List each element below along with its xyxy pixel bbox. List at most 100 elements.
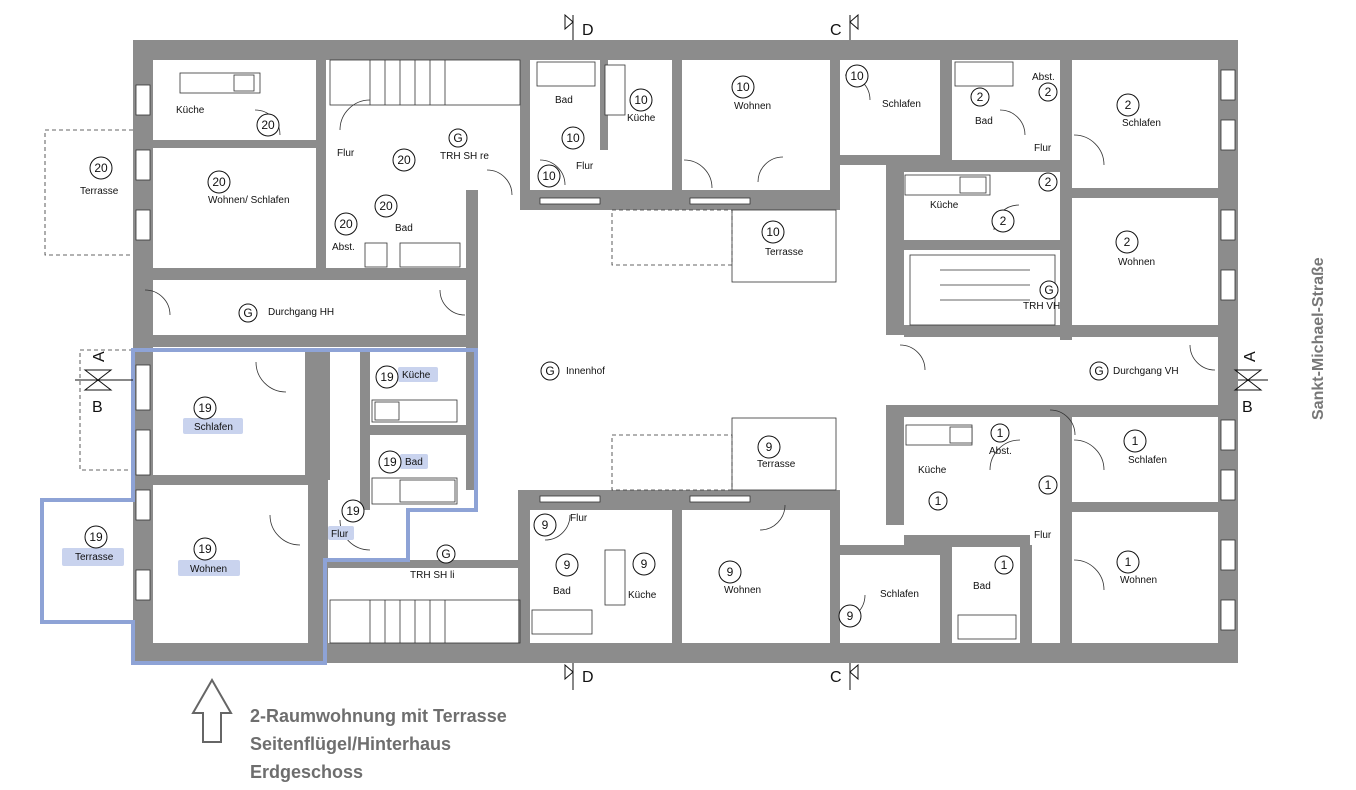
unit-number: 10 [766,225,780,239]
unit-circles [84,64,1147,628]
unit-number: 19 [198,542,212,556]
unit-number: 20 [261,118,275,132]
innenhof-area [478,210,886,490]
unit-number: 2 [977,90,984,104]
room-trh-sh-re: TRH SH re [440,151,489,162]
terrace-boxes [731,209,837,491]
room-wohnen-10: Wohnen [734,101,771,112]
unit-number: 1 [1045,478,1052,492]
section-d-bottom: D [582,669,594,686]
unit-number: 19 [89,530,103,544]
unit-number: 2 [1000,214,1007,228]
unit-number: 1 [1132,434,1139,448]
unit-number: G [1044,283,1053,297]
unit-number: G [441,547,450,561]
unit-number: 10 [566,131,580,145]
caption-line-2: Seitenflügel/Hinterhaus [250,734,452,754]
room-kueche-19: Küche [402,370,431,381]
unit-number: G [243,306,252,320]
unit-number: 19 [346,504,360,518]
room-abst-20: Abst. [332,242,355,253]
room-kueche-9: Küche [628,590,657,601]
room-terrasse-10: Terrasse [765,247,804,258]
room-kueche-10: Küche [627,113,656,124]
room-bad-9: Bad [553,586,571,597]
street-name: Sankt-Michael-Straße [1310,257,1327,420]
unit-number: 9 [766,440,773,454]
unit-number: G [545,364,554,378]
room-schlafen-1: Schlafen [1128,455,1167,466]
room-wohnen-19: Wohnen [190,564,227,575]
unit-numbers: 20 20 20 20 20 20 G 10 10 10 10 10 10 2 … [89,69,1138,623]
room-schlafen-10: Schlafen [882,99,921,110]
unit-number: 20 [212,175,226,189]
room-bad-20: Bad [395,223,413,234]
room-durchgang-hh: Durchgang HH [268,307,334,318]
section-d-top: D [582,22,594,39]
unit-number: 9 [542,518,549,532]
room-flur-2: Flur [1034,143,1052,154]
unit-number: 10 [850,69,864,83]
room-kueche-1: Küche [918,465,947,476]
unit-number: 9 [847,609,854,623]
unit-number: 2 [1045,175,1052,189]
unit-number: 20 [397,153,411,167]
room-terrasse-20: Terrasse [80,186,119,197]
room-labels: Küche Wohnen/ Schlafen Terrasse Flur Bad… [75,72,1179,601]
room-flur-10: Flur [576,161,594,172]
room-kueche-20: Küche [176,105,205,116]
section-a-left: A [91,351,108,362]
room-schlafen-19: Schlafen [194,422,233,433]
unit-number: 2 [1124,235,1131,249]
room-wohnen-2: Wohnen [1118,257,1155,268]
unit-number: G [1094,364,1103,378]
unit-number: 2 [1045,85,1052,99]
room-schlafen-9: Schlafen [880,589,919,600]
highlight-apartment-19 [40,348,478,665]
room-durchgang-vh: Durchgang VH [1113,366,1179,377]
room-bad-10: Bad [555,95,573,106]
unit-number: 20 [339,217,353,231]
label-backgrounds [62,367,438,576]
section-b-left: B [92,399,103,416]
fixtures [179,61,1017,640]
unit-number: 10 [634,93,648,107]
room-terrasse-19: Terrasse [75,552,114,563]
room-abst-2: Abst. [1032,72,1055,83]
section-c-top: C [830,22,842,39]
room-innenhof: Innenhof [566,366,605,377]
room-trh-vh: TRH VH [1023,301,1060,312]
room-abst-1: Abst. [989,446,1012,457]
room-wohnen-9: Wohnen [724,585,761,596]
unit-number: 10 [542,169,556,183]
unit-number: 20 [379,199,393,213]
room-wohnen-schlafen-20: Wohnen/ Schlafen [208,195,290,206]
unit-number: 9 [727,565,734,579]
unit-number: 1 [1001,558,1008,572]
windows [135,69,1236,631]
room-flur-9: Flur [570,513,588,524]
unit-number: 19 [198,401,212,415]
unit-number: 2 [1125,98,1132,112]
inner-walls [153,60,1218,645]
unit-number: 1 [935,494,942,508]
caption-line-3: Erdgeschoss [250,762,364,782]
unit-number: 20 [94,161,108,175]
room-flur-20: Flur [337,148,355,159]
room-terrasse-9: Terrasse [757,459,796,470]
room-bad-1: Bad [973,581,991,592]
room-kueche-2: Küche [930,200,959,211]
caption-line-1: 2-Raumwohnung mit Terrasse [250,706,507,726]
unit-number: 9 [641,557,648,571]
room-trh-sh-li: TRH SH li [410,570,454,581]
room-flur-19: Flur [331,529,349,540]
section-a-right: A [1242,351,1259,362]
unit-number: 9 [564,558,571,572]
section-markers [75,13,1268,690]
room-flur-1: Flur [1034,530,1052,541]
entrance-arrow-icon [191,677,233,743]
room-bad-19: Bad [405,457,423,468]
unit-number: 1 [997,426,1004,440]
unit-number: G [453,131,462,145]
